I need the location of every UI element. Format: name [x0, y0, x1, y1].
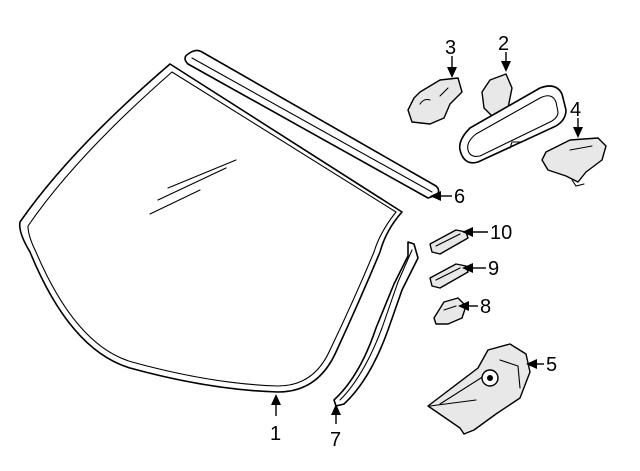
side-molding-part-7 — [333, 241, 419, 407]
callout-8: 8 — [480, 296, 491, 318]
mirror-bracket-part-3 — [407, 77, 463, 125]
clip-part-10 — [429, 229, 469, 255]
upper-molding-part-6 — [184, 49, 440, 199]
clip-part-9 — [429, 263, 469, 289]
callout-4: 4 — [570, 99, 581, 121]
windshield-part-1 — [18, 63, 403, 393]
leader-lines — [271, 52, 583, 424]
callout-2: 2 — [498, 33, 509, 55]
sensor-cover-part-4 — [541, 137, 607, 187]
callout-6: 6 — [454, 186, 465, 208]
callout-10: 10 — [490, 222, 512, 244]
retainer-clip-part-8 — [433, 297, 467, 325]
callout-5: 5 — [546, 354, 557, 376]
callout-1: 1 — [270, 423, 281, 445]
sensor-housing-part-5 — [427, 343, 531, 435]
rearview-mirror-part-2 — [458, 73, 567, 164]
callout-7: 7 — [330, 429, 341, 451]
callout-9: 9 — [488, 258, 499, 280]
callout-3: 3 — [445, 37, 456, 59]
